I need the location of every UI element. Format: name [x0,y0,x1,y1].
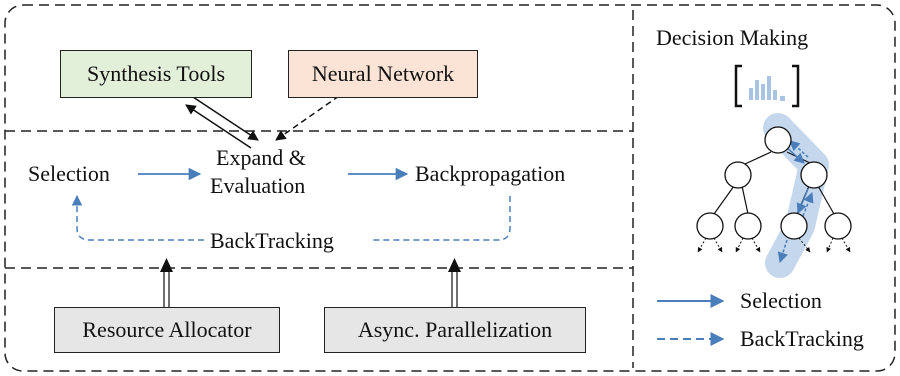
async-parallelization-label: Async. Parallelization [357,317,553,342]
arrow-expand-to-tools [185,104,252,149]
async-parallelization-box: Async. Parallelization [324,307,586,353]
legend-backtracking-label: BackTracking [740,326,864,351]
backtrack-line-right [370,196,511,241]
neural-network-box: Neural Network [288,50,478,98]
arrow-tools-to-expand [192,96,259,141]
neural-network-label: Neural Network [311,61,455,86]
backtrack-line-left [71,194,204,241]
synthesis-tools-label: Synthesis Tools [86,61,226,86]
arrow-parallel-up [448,258,461,272]
resource-allocator-label: Resource Allocator [82,317,252,342]
legend-selection-label: Selection [740,288,822,313]
resource-allocator-box: Resource Allocator [54,307,280,353]
arrow-neural-to-expand [275,95,340,141]
bar-chart-icon [734,64,800,108]
backtracking-label: BackTracking [210,228,334,253]
synthesis-tools-box: Synthesis Tools [60,50,252,98]
selection-step-label: Selection [28,161,110,186]
search-tree [696,113,852,278]
expand-label-line1: Expand & [216,145,306,170]
expand-label-line2: Evaluation [210,173,306,198]
decision-making-title: Decision Making [656,25,809,50]
arrow-allocator-up [160,258,173,272]
outer-frame [4,4,896,372]
backpropagation-label: Backpropagation [415,161,566,186]
